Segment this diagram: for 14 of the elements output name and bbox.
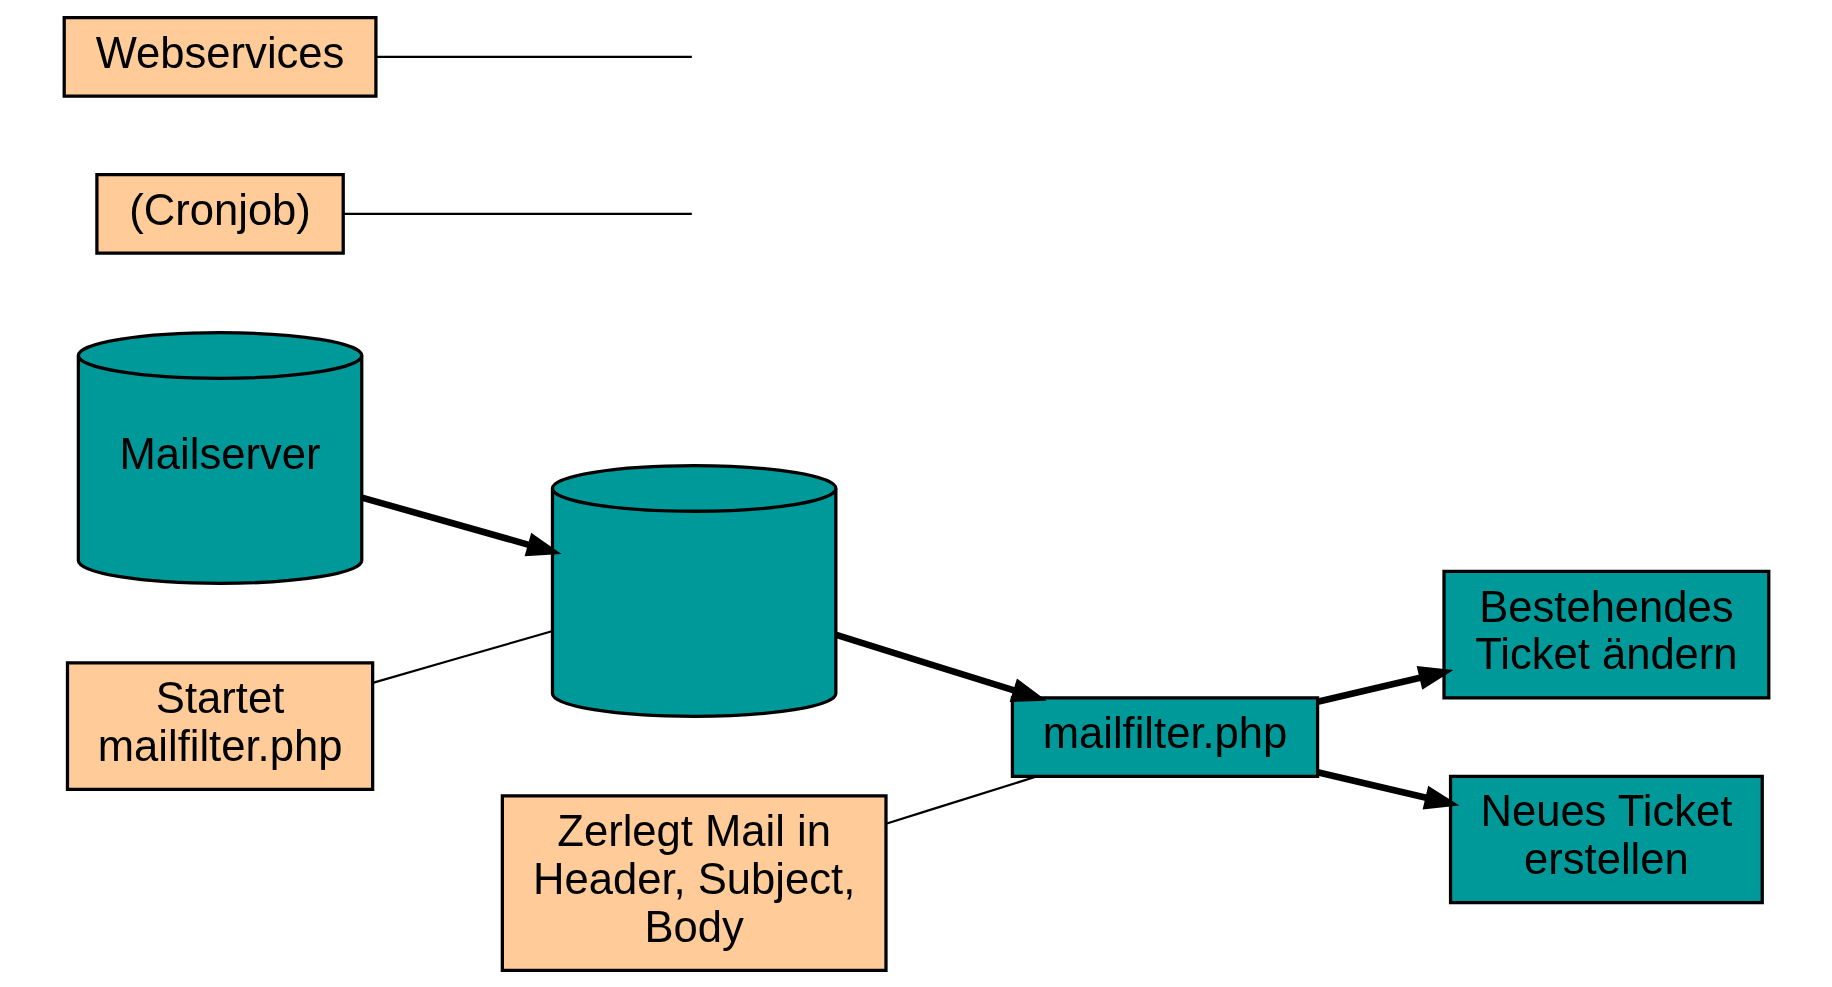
connector bbox=[375, 55, 692, 58]
node-box: (Cronjob) bbox=[94, 172, 345, 255]
connector bbox=[343, 212, 692, 215]
node-box: Webservices bbox=[62, 15, 378, 98]
node-box: mailfilter.php bbox=[1010, 695, 1319, 778]
arrow bbox=[1316, 768, 1459, 809]
arrow bbox=[360, 493, 562, 556]
node-box: Neues Ticket erstellen bbox=[1448, 774, 1764, 904]
connector bbox=[372, 629, 552, 684]
node-box: Startet mailfilter.php bbox=[65, 660, 374, 791]
node-box: Bestehendes Ticket ändern bbox=[1441, 569, 1770, 699]
arrow bbox=[1316, 665, 1453, 705]
node-box: Zerlegt Mail in Header, Subject, Body bbox=[500, 793, 888, 972]
arrow bbox=[834, 631, 1047, 702]
